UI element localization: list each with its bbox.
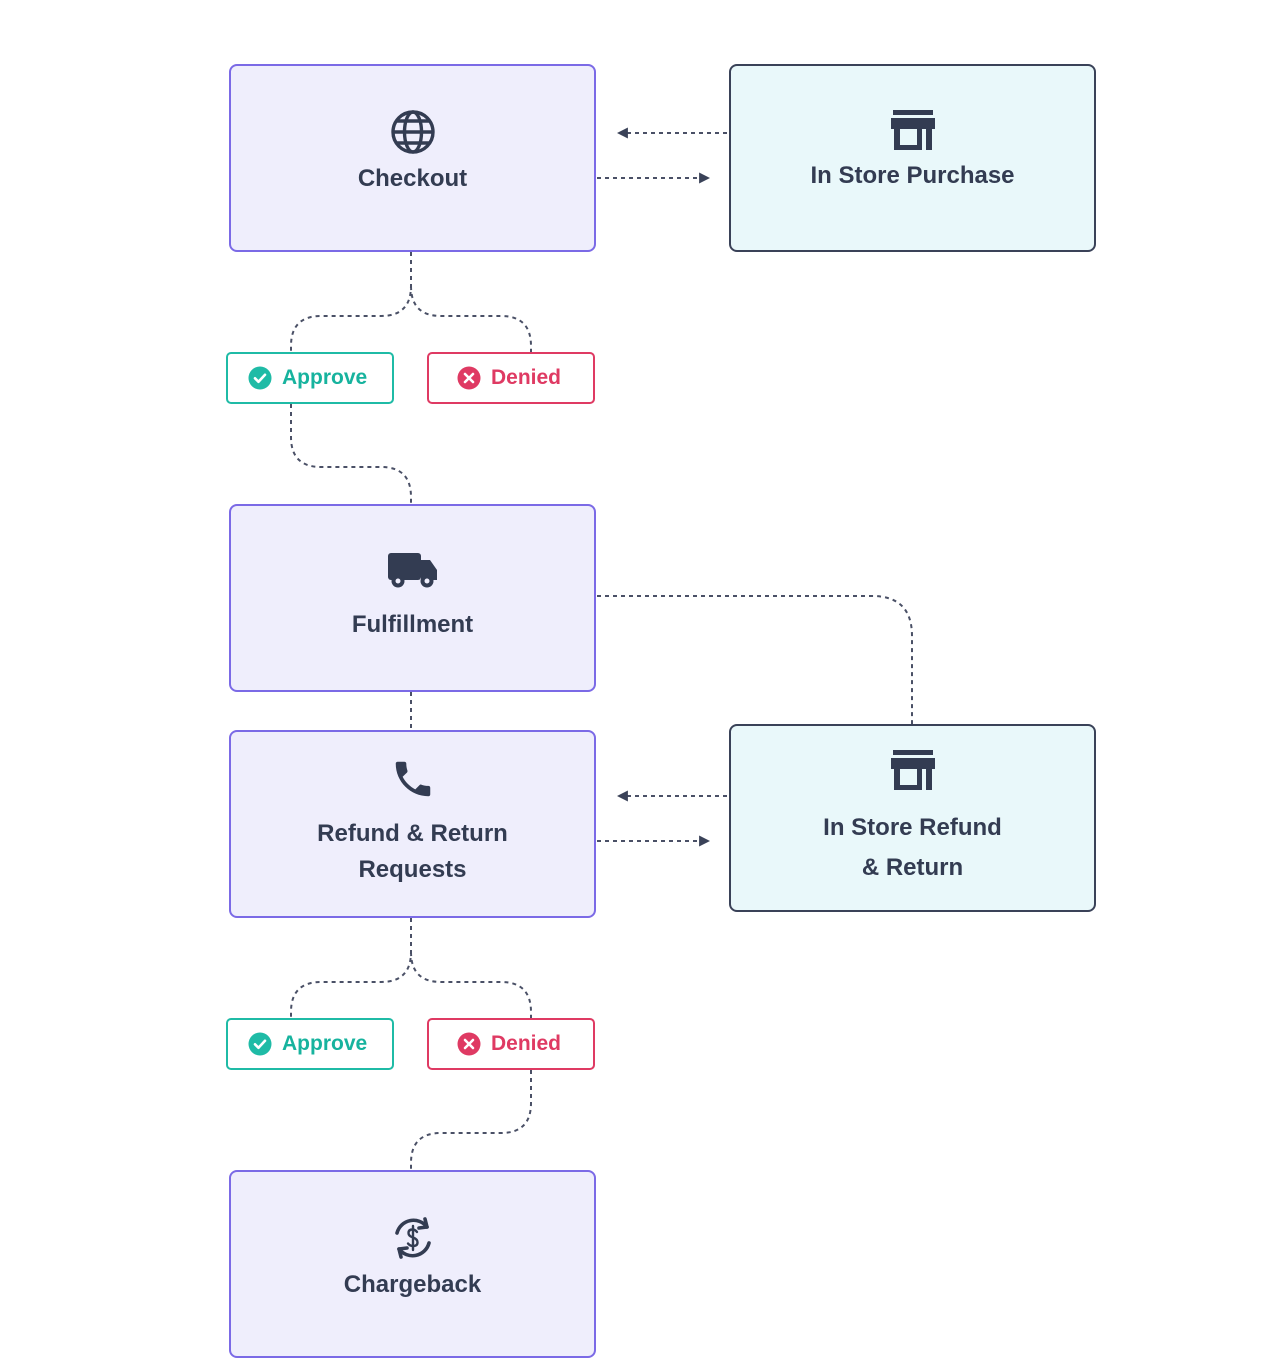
check-circle-icon <box>248 1032 272 1056</box>
connector-fulfillment-to-instore-refund <box>597 595 913 724</box>
globe-icon <box>390 110 435 154</box>
fulfillment-label: Fulfillment <box>351 611 474 638</box>
truck-icon <box>387 553 437 588</box>
x-circle-icon <box>457 1032 481 1056</box>
in-store-refund-label-line2: & Return <box>861 854 964 881</box>
checkout-node[interactable]: Checkout <box>229 64 596 252</box>
checkout-label: Checkout <box>357 165 468 192</box>
refund-denied-badge[interactable]: Denied <box>427 1018 595 1070</box>
storefront-icon <box>890 750 935 790</box>
x-circle-icon <box>457 366 481 390</box>
refund-return-label-line1: Refund & Return <box>317 820 508 847</box>
storefront-icon <box>890 110 935 150</box>
refund-return-label-line2: Requests <box>358 856 467 883</box>
connector-refund-split <box>290 918 532 1018</box>
checkout-denied-label: Denied <box>491 366 562 389</box>
connector-checkout-split <box>290 252 532 352</box>
connector-approve-to-fulfillment <box>290 404 412 504</box>
refund-return-requests-node[interactable]: Refund & Return Requests <box>229 730 596 918</box>
fulfillment-node[interactable]: Fulfillment <box>229 504 596 692</box>
refund-approve-label: Approve <box>282 1032 368 1055</box>
checkout-approve-label: Approve <box>282 366 368 389</box>
connector-denied-to-chargeback <box>410 1070 532 1170</box>
refund-approve-badge[interactable]: Approve <box>226 1018 394 1070</box>
in-store-purchase-node[interactable]: In Store Purchase <box>729 64 1096 252</box>
checkout-approve-badge[interactable]: Approve <box>226 352 394 404</box>
in-store-refund-label-line1: In Store Refund <box>823 814 1002 841</box>
in-store-refund-node[interactable]: In Store Refund & Return <box>729 724 1096 912</box>
in-store-purchase-label: In Store Purchase <box>810 162 1015 189</box>
chargeback-label: Chargeback <box>343 1271 482 1298</box>
chargeback-node[interactable]: Chargeback <box>229 1170 596 1358</box>
currency-exchange-icon <box>394 1217 431 1259</box>
checkout-denied-badge[interactable]: Denied <box>427 352 595 404</box>
check-circle-icon <box>248 366 272 390</box>
phone-icon <box>395 761 430 797</box>
refund-denied-label: Denied <box>491 1032 562 1055</box>
